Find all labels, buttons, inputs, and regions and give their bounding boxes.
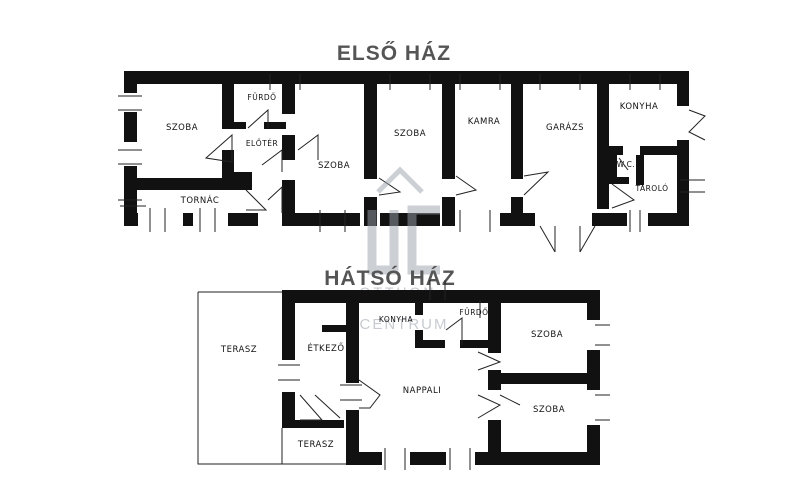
front-room-konyha: KONYHA <box>620 102 659 112</box>
watermark-logo <box>367 166 440 275</box>
watermark-line2: CENTRUM <box>360 316 449 333</box>
front-room-furdo: FÜRDŐ <box>247 93 276 102</box>
back-room-terasz-2: TERASZ <box>297 440 334 450</box>
back-room-nappali: NAPPALI <box>403 386 441 396</box>
front-house-openings <box>118 74 706 253</box>
back-room-szoba-1: SZOBA <box>531 330 563 340</box>
back-house-openings <box>278 280 610 470</box>
back-room-etkezo: ÉTKEZŐ <box>307 342 344 354</box>
front-house-title: ELSŐ HÁZ <box>337 42 451 65</box>
front-house-walls <box>124 71 689 226</box>
back-room-szoba-2: SZOBA <box>533 405 565 415</box>
front-room-eloter: ELŐTÉR <box>246 139 278 148</box>
back-room-konyha: KONYHA <box>379 315 414 324</box>
back-room-furdo: FÜRDŐ <box>459 308 488 317</box>
front-room-garazs: GARÁZS <box>546 121 584 133</box>
front-room-szoba-1: SZOBA <box>166 123 198 133</box>
back-house-walls <box>197 290 600 465</box>
back-house-title: HÁTSÓ HÁZ <box>324 266 456 290</box>
front-room-tornac: TORNÁC <box>180 194 220 206</box>
front-room-tarolo: TÁROLÓ <box>634 184 668 193</box>
front-room-szoba-2: SZOBA <box>318 161 350 171</box>
front-room-wc: W.C. <box>617 160 636 169</box>
front-room-kamra: KAMRA <box>468 117 500 127</box>
back-room-terasz-1: TERASZ <box>220 345 257 355</box>
front-room-szoba-3: SZOBA <box>394 129 426 139</box>
